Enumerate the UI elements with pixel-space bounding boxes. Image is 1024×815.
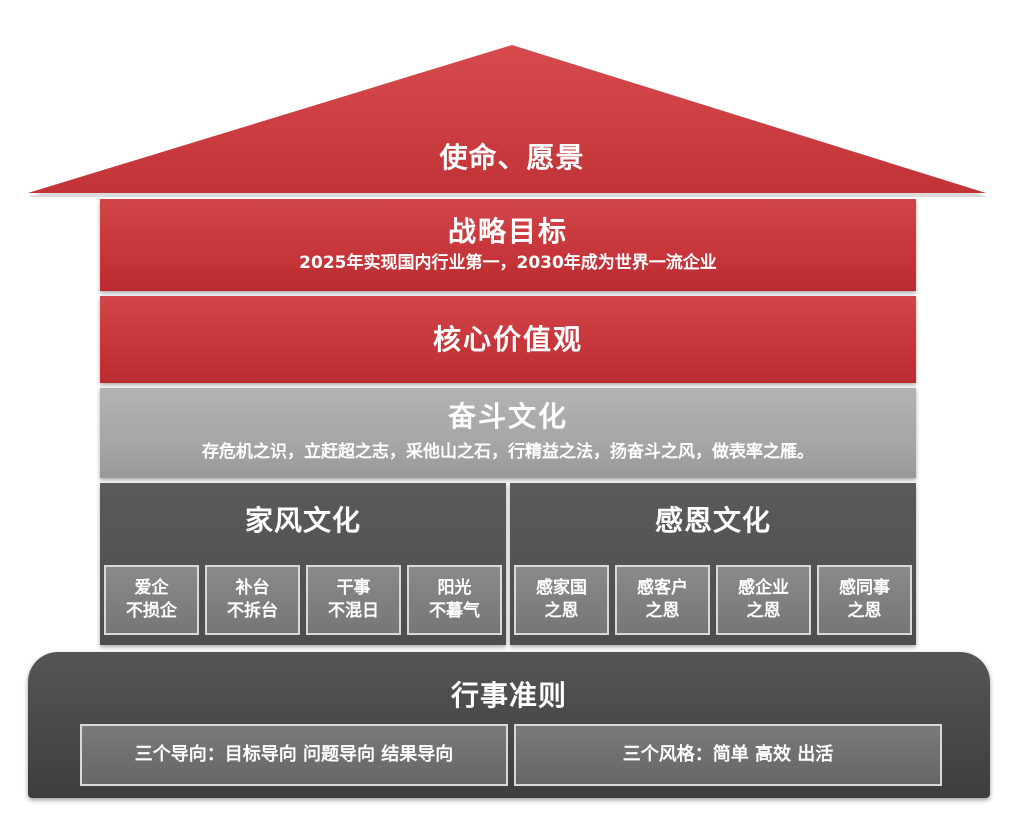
core-values-title: 核心价值观 [432,323,583,356]
core-values-band: 核心价值观 [100,296,916,383]
tile-line: 不混日 [328,601,379,621]
foundation-title: 行事准则 [450,679,567,712]
family-culture-tiles: 爱企 不损企 补台 不拆台 干事 不混日 阳光 不暮气 [104,565,502,635]
struggle-culture-title: 奋斗文化 [447,400,568,433]
roof [28,45,988,197]
strategy-subtitle: 2025年实现国内行业第一，2030年成为世界一流企业 [299,253,717,273]
tile-line: 之恩 [645,601,680,621]
gratitude-culture-title: 感恩文化 [654,504,771,537]
tile-line: 不暮气 [429,601,480,621]
rule-three-styles: 三个风格：简单 高效 出活 [514,724,942,786]
roof-title: 使命、愿景 [439,141,585,174]
strategy-band: 战略目标 2025年实现国内行业第一，2030年成为世界一流企业 [100,199,916,291]
struggle-culture-subtitle: 存危机之识，立赶超之志，采他山之石，行精益之法，扬奋斗之风，做表率之雁。 [202,442,814,462]
foundation-conduct-rules: 行事准则 三个导向：目标导向 问题导向 结果导向 三个风格：简单 高效 出活 [28,652,990,798]
tile-line: 不拆台 [227,601,278,621]
gratitude-tile: 感同事 之恩 [817,565,912,635]
tile-line: 之恩 [847,601,882,621]
tile-line: 感家国 [536,578,587,598]
family-tile: 干事 不混日 [306,565,401,635]
tile-line: 感同事 [839,578,890,598]
gratitude-tile: 感企业 之恩 [716,565,811,635]
strategy-title: 战略目标 [447,215,568,248]
tile-line: 之恩 [746,601,781,621]
tile-line: 感企业 [738,578,789,598]
gratitude-tile: 感家国 之恩 [514,565,609,635]
rule-three-orientations: 三个导向：目标导向 问题导向 结果导向 [80,724,508,786]
gratitude-culture-panel: 感恩文化 感家国 之恩 感客户 之恩 感企业 之恩 感同事 之恩 [510,483,916,645]
gratitude-culture-tiles: 感家国 之恩 感客户 之恩 感企业 之恩 感同事 之恩 [514,565,912,635]
struggle-culture-band: 奋斗文化 存危机之识，立赶超之志，采他山之石，行精益之法，扬奋斗之风，做表率之雁… [100,388,916,478]
tile-line: 之恩 [544,601,579,621]
family-tile: 爱企 不损企 [104,565,199,635]
tile-line: 补台 [235,578,270,598]
tile-line: 不损企 [126,601,177,621]
tile-line: 阳光 [437,578,472,598]
tile-line: 爱企 [134,578,169,598]
family-culture-title: 家风文化 [244,504,361,537]
tile-line: 干事 [336,578,371,598]
cultures-row: 家风文化 爱企 不损企 补台 不拆台 干事 不混日 阳光 不暮气 [100,483,916,645]
family-tile: 补台 不拆台 [205,565,300,635]
family-culture-panel: 家风文化 爱企 不损企 补台 不拆台 干事 不混日 阳光 不暮气 [100,483,506,645]
gratitude-tile: 感客户 之恩 [615,565,710,635]
family-tile: 阳光 不暮气 [407,565,502,635]
tile-line: 感客户 [637,578,688,598]
